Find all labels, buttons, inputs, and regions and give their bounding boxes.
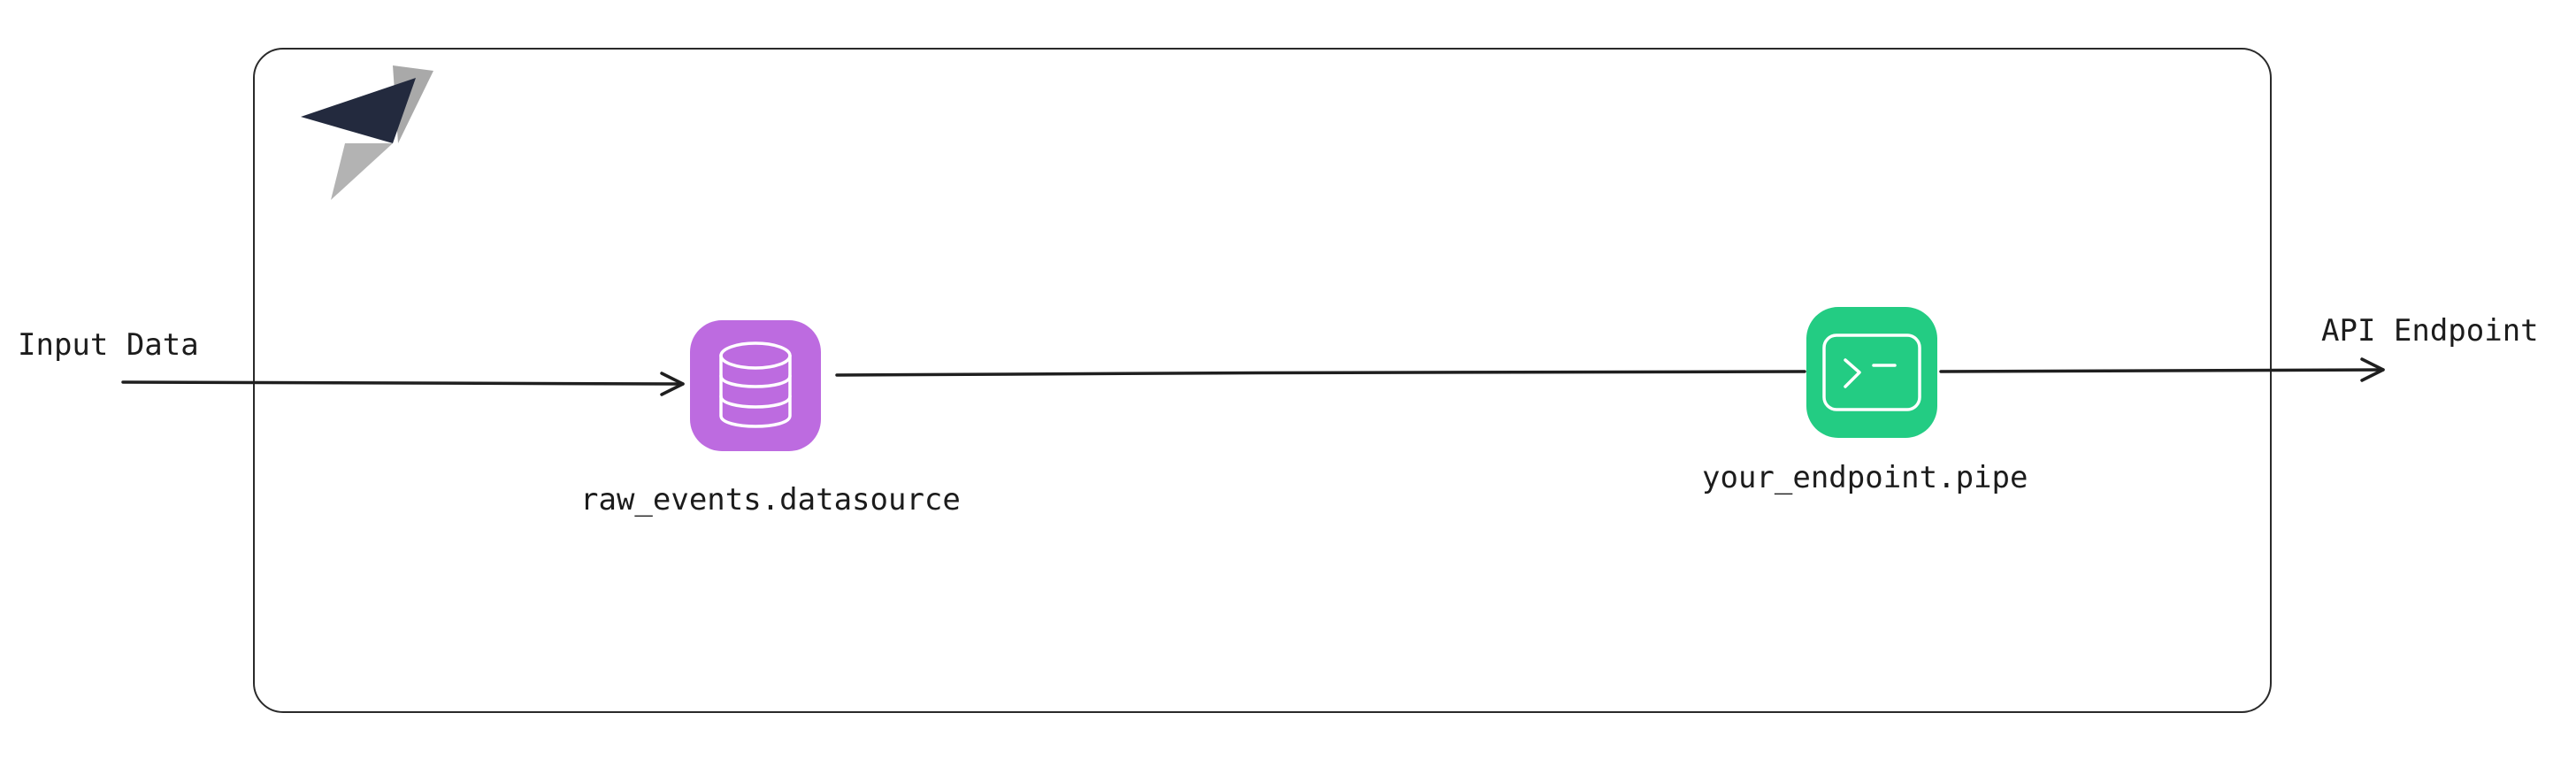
pipe-label: your_endpoint.pipe [1702,460,2028,495]
datasource-label: raw_events.datasource [580,482,961,518]
output-arrow [1939,368,2385,373]
tinybird-logo-icon [301,65,433,200]
output-arrowhead [2360,357,2385,382]
input-arrowhead [660,372,685,396]
datasource-node[interactable] [690,320,821,451]
input-data-label: Input Data [18,327,199,363]
api-endpoint-label: API Endpoint [2321,313,2539,349]
terminal-icon [1822,334,1921,411]
input-arrow [121,380,685,386]
pipeline-frame [253,48,2272,713]
database-icon [719,341,792,428]
datasource-to-pipe-connector [835,370,1806,377]
pipe-node[interactable] [1806,307,1937,438]
